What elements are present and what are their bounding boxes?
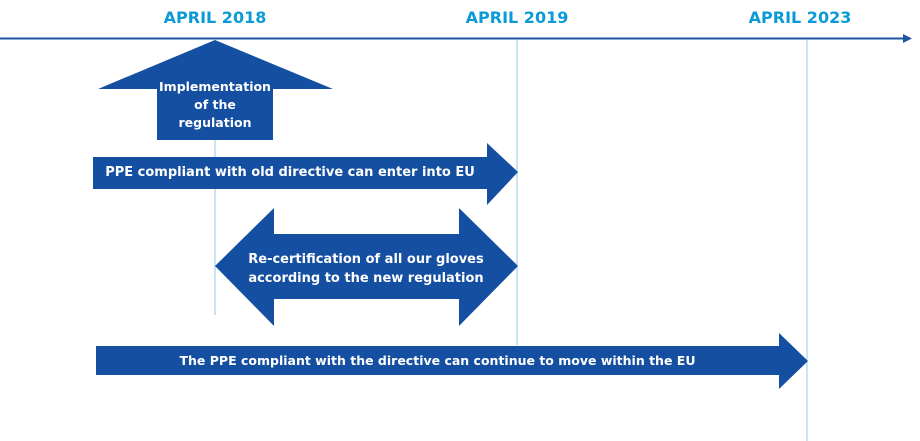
recertification-label-line1: Re-certification of all our gloves <box>248 252 484 267</box>
old-directive-arrow <box>93 143 518 205</box>
milestone-april-2019: APRIL 2019 <box>465 8 569 27</box>
recertification-label-line2: according to the new regulation <box>248 270 484 286</box>
old-directive-label: PPE compliant with old directive can ent… <box>105 165 475 180</box>
continue-to-move-label: The PPE compliant with the directive can… <box>179 353 696 368</box>
continue-to-move-arrow <box>96 333 808 389</box>
timeline-axis-arrowhead <box>903 34 912 43</box>
milestone-april-2023: APRIL 2023 <box>748 8 852 27</box>
recertification-label: Re-certification of all our gloves accor… <box>230 251 502 289</box>
milestone-april-2018: APRIL 2018 <box>163 8 267 27</box>
implementation-up-arrow <box>98 40 333 140</box>
recertification-double-arrow <box>215 208 518 326</box>
implementation-label: Implementation of the regulation <box>159 79 271 131</box>
